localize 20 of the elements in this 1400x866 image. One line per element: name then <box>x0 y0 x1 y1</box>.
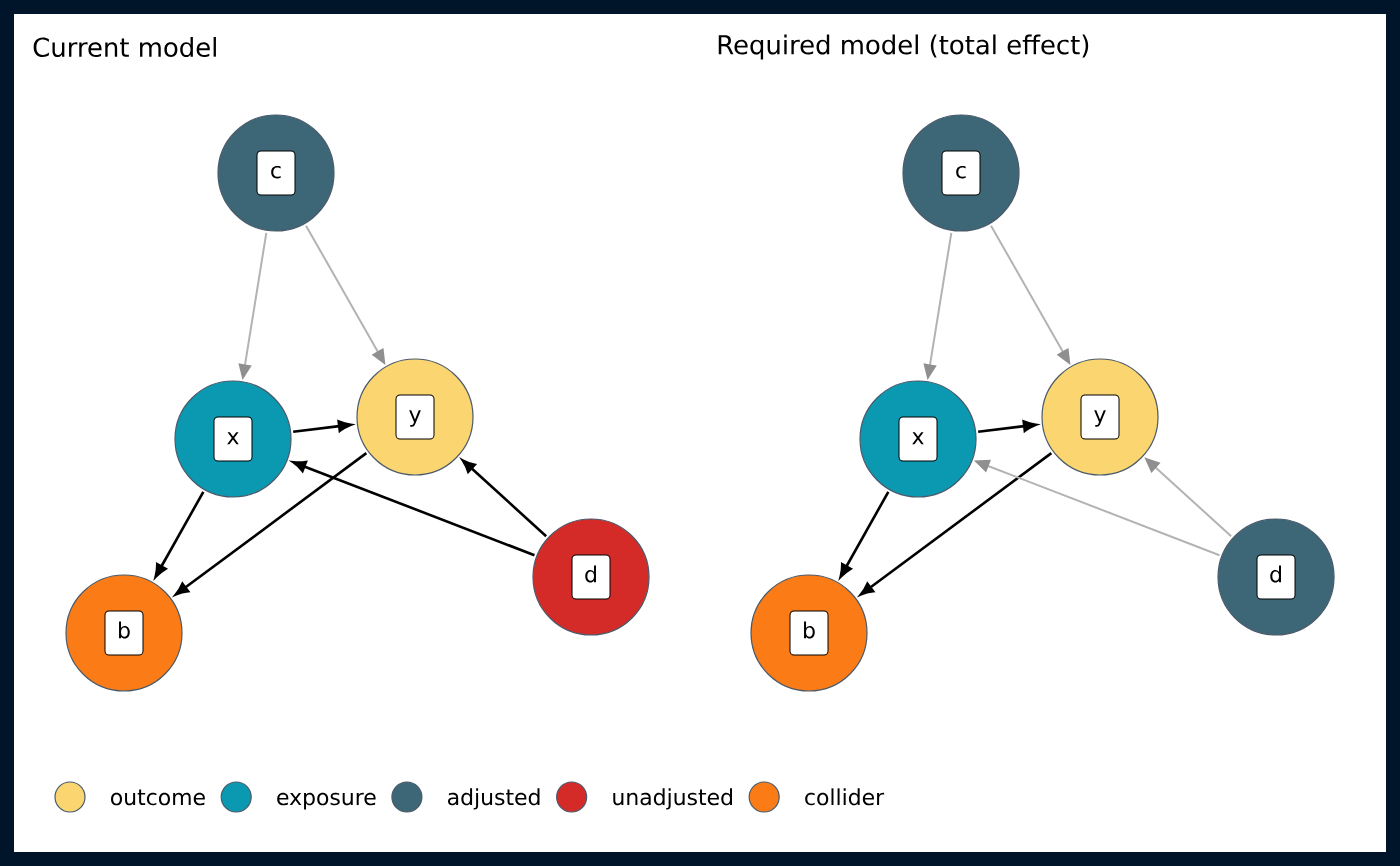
arrow <box>174 452 368 596</box>
variable-node: c <box>902 114 1020 232</box>
legend-label: exposure <box>277 792 376 810</box>
panel-title: Current model <box>33 36 216 57</box>
variable-node: d <box>532 518 650 636</box>
variable-node: d <box>1217 518 1335 636</box>
arrow <box>859 452 1053 596</box>
panel-title: Required model (total effect) <box>718 34 1089 60</box>
variable-node: b <box>65 574 183 692</box>
legend-label: outcome <box>111 789 205 806</box>
legend-label: unadjusted <box>613 788 732 810</box>
variable-node: y <box>1041 358 1159 476</box>
variable-node: c <box>217 114 335 232</box>
variable-node: x <box>859 380 977 498</box>
variable-node: y <box>356 358 474 476</box>
legend-label: adjusted <box>448 788 540 810</box>
arrow <box>461 459 548 538</box>
variable-node: x <box>174 380 292 498</box>
variable-node: b <box>750 574 868 692</box>
legend-label: collider <box>805 788 885 806</box>
